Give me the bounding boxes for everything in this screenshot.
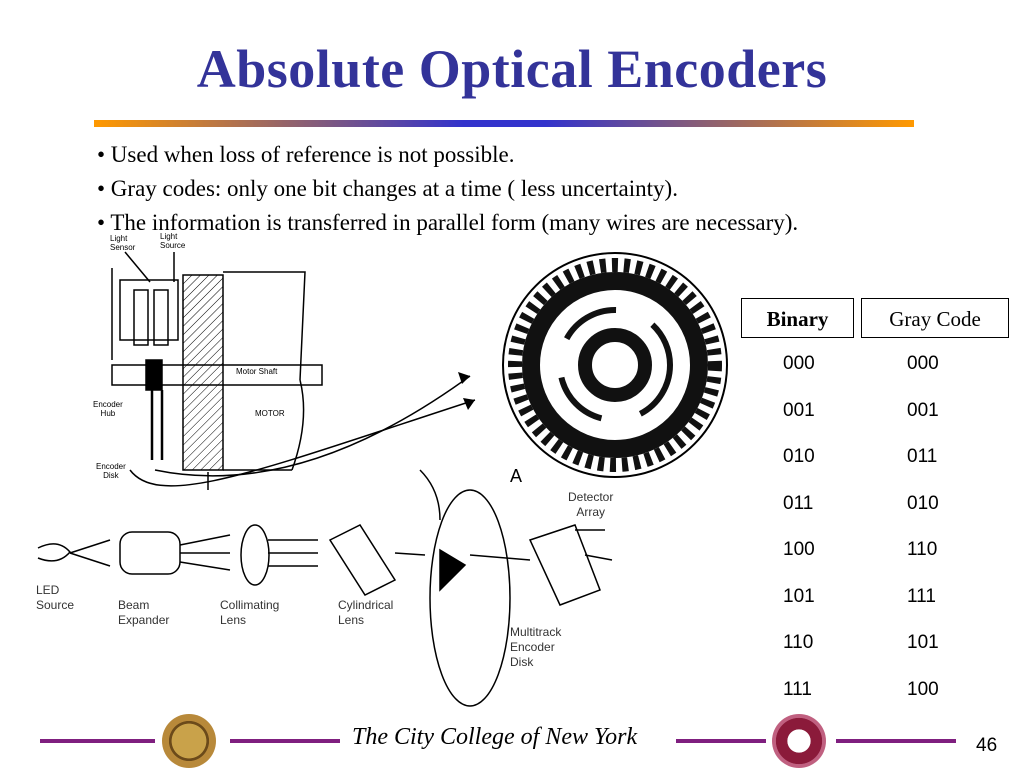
bullet-item: • Used when loss of reference is not pos… [97,142,515,167]
footer-line-mid-left [230,739,340,743]
gray-cell: 101 [907,632,939,653]
binary-cell: 000 [783,353,815,374]
label-collimating-lens: Collimating Lens [220,598,280,627]
label-motor-shaft: Motor Shaft [236,367,278,376]
binary-cell: 101 [783,585,815,607]
footer-line-mid-right [676,739,766,743]
gray-code-header: Gray Code [861,298,1009,338]
label-encoder-disk: Encoder Disk [96,462,126,480]
binary-cell: 100 [783,539,815,560]
gray-cell: 100 [907,678,939,700]
label-cylindrical-lens: Cylindrical Lens [338,598,394,627]
gray-cell: 011 [907,446,938,467]
label-disk-a: A [510,466,523,486]
binary-column: 000 001 010 011 100 101 110 111 [783,350,815,722]
label-multitrack-disk: Multitrack Encoder Disk [510,625,562,669]
footer-line-right [836,739,956,743]
gray-cell: 000 [907,353,939,374]
label-motor: MOTOR [255,409,285,418]
binary-cell: 001 [783,399,815,421]
label-light-source: Light Source [160,232,186,250]
gray-code-column: 000 001 011 010 110 111 101 100 [907,350,939,722]
gray-cell: 010 [907,492,939,514]
binary-cell: 111 [783,678,812,700]
title-rule [94,120,914,127]
bullet-list: • Used when loss of reference is not pos… [97,138,997,240]
binary-cell: 110 [783,632,814,653]
motor-shaft [111,364,323,386]
page-number: 46 [976,735,998,756]
binary-header: Binary [741,298,854,338]
binary-cell: 010 [783,446,815,467]
label-led-source: LED Source [36,583,75,612]
sensor-housing [119,279,179,341]
label-detector-array: Detector Array [568,490,614,519]
bullet-item: • Gray codes: only one bit changes at a … [97,176,678,201]
footer-institution: The City College of New York [352,724,638,750]
bullet-item: • The information is transferred in para… [97,210,799,235]
gray-cell: 110 [907,539,938,560]
robotics-lab-logo [772,714,826,768]
label-encoder-hub: Encoder Hub [93,400,123,418]
label-beam-expander: Beam Expander [118,598,170,627]
college-seal-logo [162,714,216,768]
gray-cell: 111 [907,585,936,607]
label-light-sensor: Light Sensor [110,234,136,252]
binary-cell: 011 [783,492,814,514]
gray-cell: 001 [907,399,939,421]
footer-line-left [40,739,155,743]
hatched-wall [182,274,224,471]
slide-title: Absolute Optical Encoders [196,39,828,99]
